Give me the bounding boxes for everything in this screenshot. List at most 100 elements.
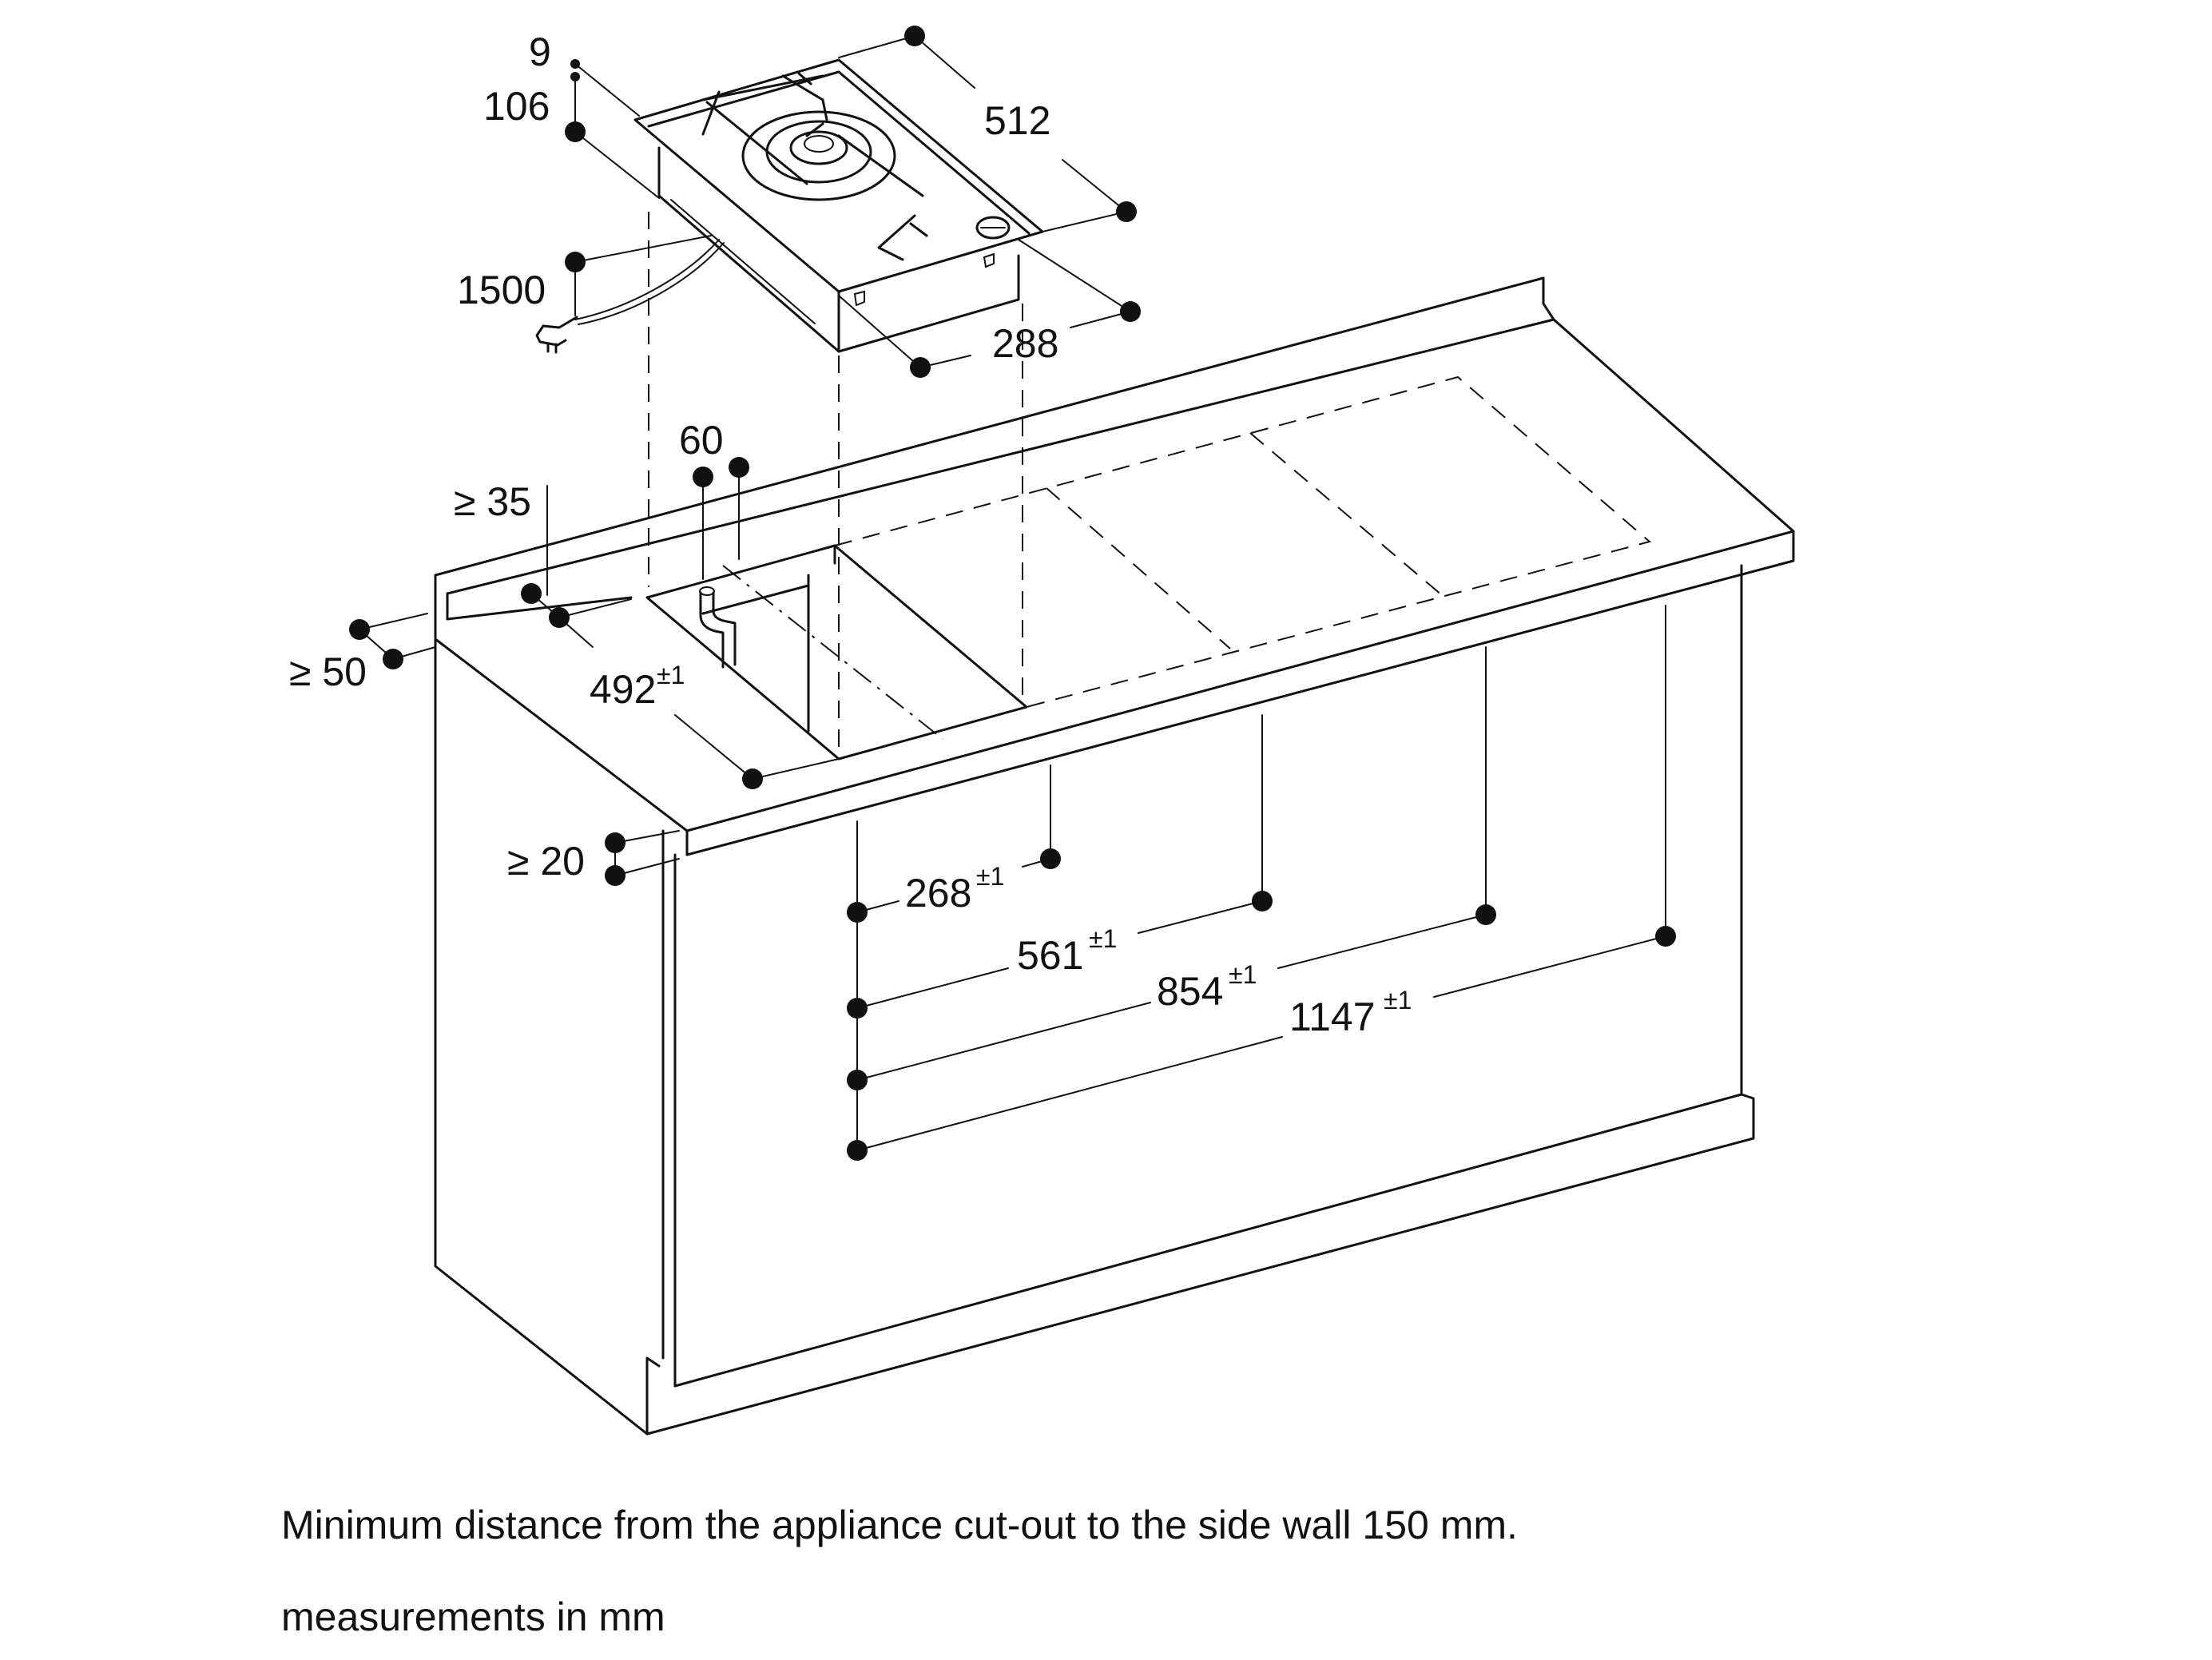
extended-cutout-outline [834, 375, 1652, 708]
label-cutout-depth: 492 [590, 667, 656, 712]
worktop-back-lower-edge [446, 318, 1555, 595]
dim-288-dot-left [910, 357, 931, 378]
dim-20-ext-bottom [614, 858, 680, 876]
cutout-center-axis [722, 565, 943, 740]
dim-288-ext [1018, 239, 1131, 312]
control-knob [975, 216, 1011, 240]
label-pipe-offset: 60 [679, 418, 724, 463]
worktop-front-bottom-edge [685, 559, 1795, 856]
dim-1147-line-b [1433, 935, 1666, 998]
cutout-division-2 [1046, 487, 1231, 649]
dim-854-dot-right [1475, 904, 1496, 925]
dim-512-ext-bottom [1042, 211, 1127, 232]
dim-60-dot-left [693, 467, 713, 487]
worktop-left-return [446, 596, 633, 621]
dim-268-line-a [856, 900, 899, 913]
label-width-854-tolerance: ±1 [1229, 960, 1257, 989]
burner-mid [765, 120, 872, 184]
units-note: measurements in mm [281, 1594, 665, 1639]
label-width-1147: 1147 [1289, 995, 1376, 1039]
worktop-back-upstand [434, 276, 1555, 577]
dim-288-dot-right [1120, 301, 1141, 322]
worktop [434, 276, 1795, 856]
label-width-268-tolerance: ±1 [976, 862, 1004, 891]
dim-288-ext-2 [838, 295, 921, 368]
burner-cap [804, 135, 834, 153]
dim-512-ext-top [838, 35, 915, 58]
dim-20-dot-bottom [605, 865, 625, 886]
burner-outer [741, 110, 896, 201]
dim-106-leader [574, 131, 660, 199]
dim-35-dot-top [521, 583, 542, 604]
label-frame-height: 9 [529, 30, 551, 74]
dim-50-ext-top [359, 613, 428, 630]
label-width-854: 854 [1157, 969, 1223, 1014]
dim-854-line-b [1277, 914, 1487, 969]
worktop-right-edge [1552, 318, 1795, 562]
dim-561-line-b [1138, 900, 1263, 934]
dim-268-dot-right [1040, 848, 1061, 869]
dim-492-line-b [674, 714, 753, 780]
dim-106-dot [565, 121, 586, 142]
cabinet-left-side [434, 637, 661, 1436]
label-body-height: 106 [483, 84, 550, 129]
dim-854-line-a [856, 1002, 1151, 1081]
hob-clip-left [853, 290, 865, 307]
dim-512-dot-top [904, 26, 925, 46]
dim-9-leader [574, 63, 640, 117]
cutout [645, 375, 1652, 761]
power-plug-icon [535, 316, 578, 354]
dim-512-line-a [914, 35, 975, 89]
dim-20-ext-top [614, 830, 680, 844]
label-worktop-thickness-min: ≥ 20 [507, 839, 585, 884]
cabinet-front-bottom [673, 1093, 1743, 1388]
worktop-front-top-edge [685, 530, 1795, 832]
label-hob-depth: 512 [984, 98, 1050, 143]
power-cable [574, 239, 725, 325]
pan-support [701, 72, 928, 261]
label-width-561-tolerance: ±1 [1089, 924, 1117, 953]
cutout-inner-back-edge [701, 584, 810, 615]
label-width-1147-tolerance: ±1 [1384, 986, 1412, 1015]
dimension-labels: 9 106 1500 512 288 60 ≥ 35 ≥ 50 492 ±1 ≥… [289, 30, 1412, 1039]
dim-492-dot-bottom [742, 768, 763, 789]
dim-50-dot-bottom [383, 649, 403, 669]
dim-512-line-b [1062, 159, 1127, 212]
burner-inner [789, 130, 848, 165]
dim-9-dot-top [570, 59, 580, 69]
dim-512-dot-bottom [1116, 201, 1137, 222]
gas-hob [535, 58, 1044, 354]
dim-1500-dot [565, 252, 586, 272]
dim-1147-dot-right [1655, 926, 1676, 947]
gas-pipe-end [699, 586, 715, 596]
label-front-edge-min: ≥ 50 [289, 649, 367, 694]
hob-clip-right [983, 252, 995, 268]
gas-pipe [699, 591, 737, 669]
cutout-division-3 [1249, 432, 1443, 596]
dim-60-dot-right [729, 457, 749, 478]
dim-492-ext-top [558, 598, 632, 618]
label-cable-length: 1500 [457, 268, 546, 312]
worktop-left-edge [434, 574, 689, 856]
dim-20-dot-top [605, 832, 625, 853]
label-cutout-depth-tolerance: ±1 [657, 661, 685, 689]
label-width-268: 268 [905, 871, 971, 915]
dim-492-ext-bottom [752, 758, 840, 780]
label-width-561: 561 [1017, 933, 1083, 978]
dim-1147-line-a [856, 1036, 1283, 1151]
cabinet [434, 564, 1755, 1436]
dimension-marks [349, 26, 1676, 1161]
dim-561-dot-right [1252, 891, 1273, 911]
cabinet-plinth [645, 1093, 1755, 1436]
hob-body-shade [670, 199, 816, 324]
dim-1500-leader [574, 235, 712, 263]
dim-492-line-a [558, 617, 594, 648]
hob-frame-inner [647, 70, 1031, 235]
dim-561-line-a [856, 967, 1009, 1009]
label-hob-width: 288 [992, 321, 1058, 366]
side-wall-note: Minimum distance from the appliance cut-… [281, 1503, 1518, 1547]
projection-lines [648, 212, 1023, 747]
hob-frame [633, 58, 1044, 293]
dim-50-dot-top [349, 619, 370, 640]
